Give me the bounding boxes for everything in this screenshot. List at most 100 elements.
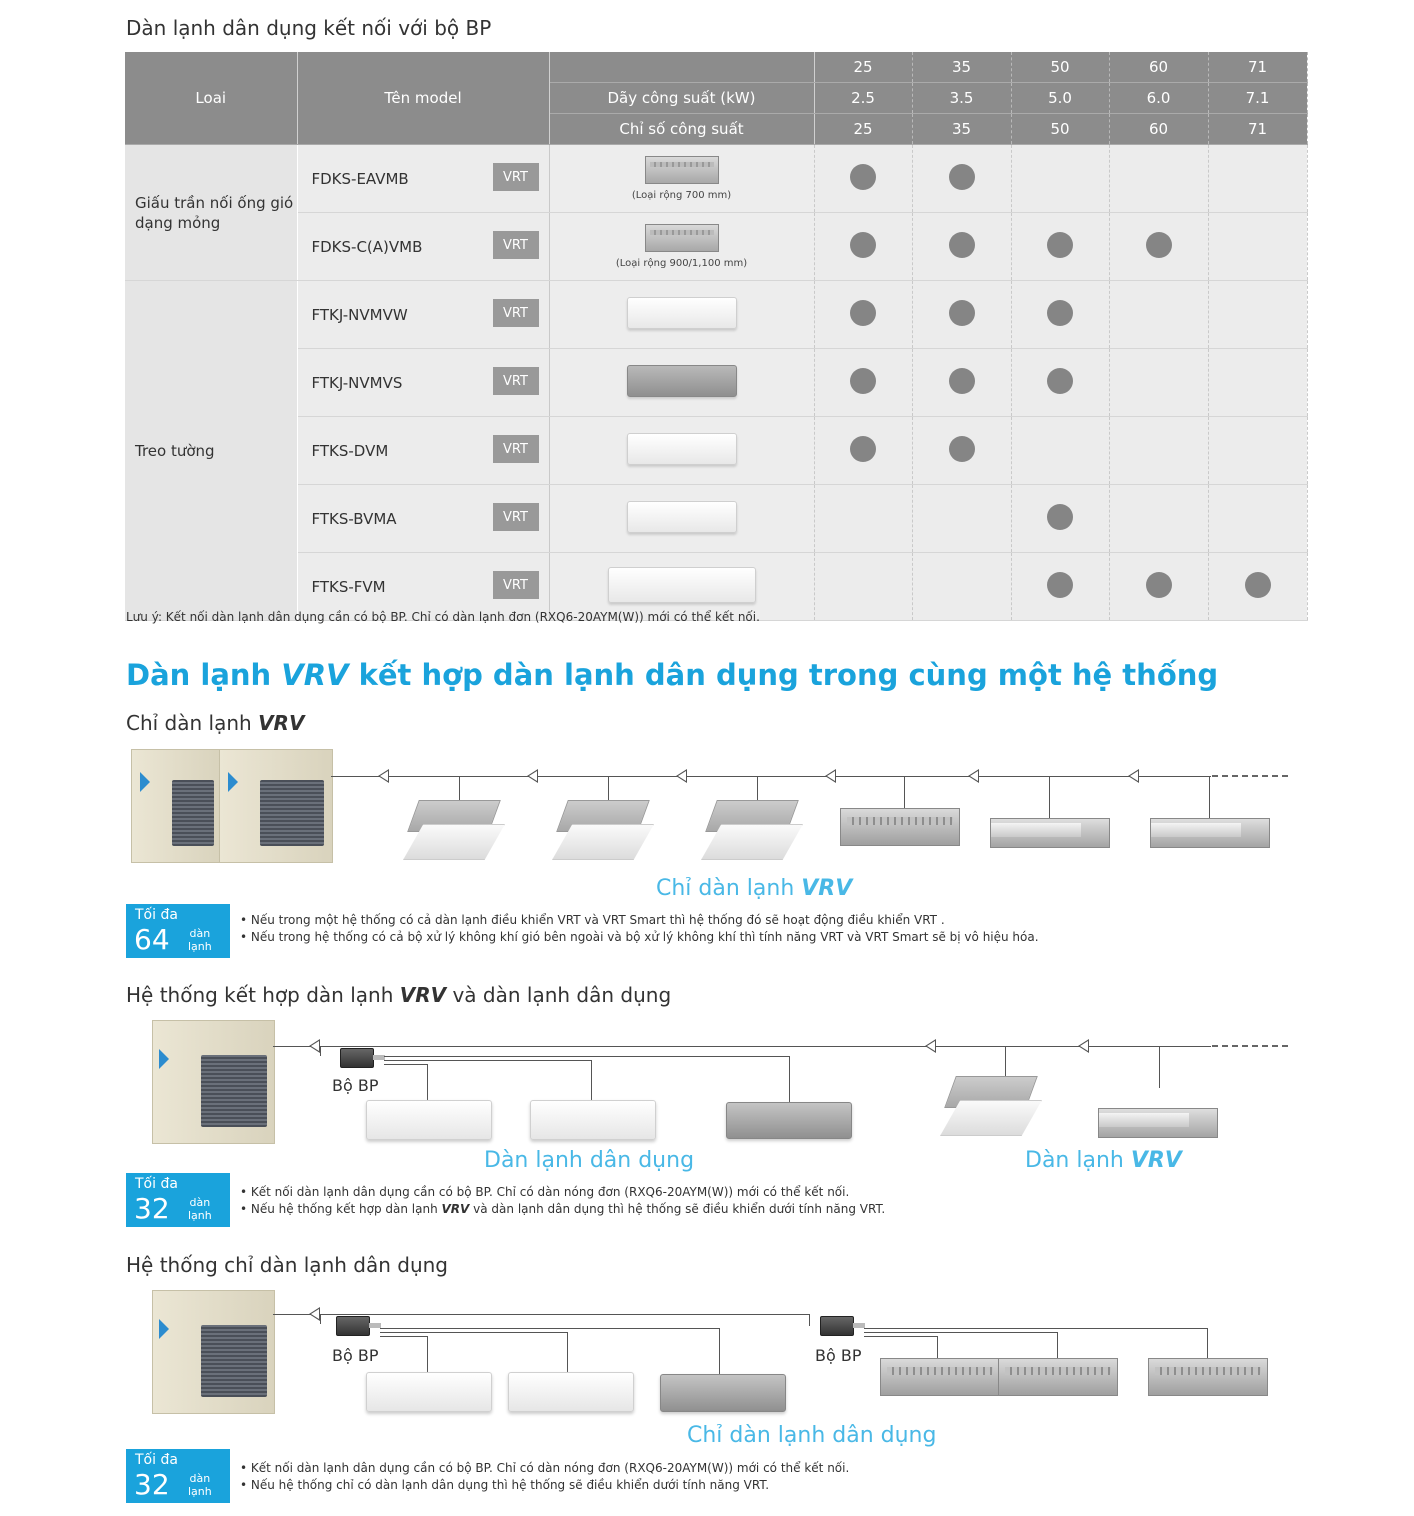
capacity-cell [1208,552,1308,621]
available-dot-icon [1047,571,1073,598]
capacity-cell [814,212,913,281]
capacity-cell [1011,552,1110,621]
diagram1-heading: Chỉ dàn lạnh VRV [126,711,304,735]
available-dot-icon [1047,367,1073,394]
capacity-cell [1208,212,1308,281]
bp-unit [340,1048,385,1068]
header-kw: 3.5 [912,82,1012,114]
branch-arrow-icon [1128,769,1139,783]
capacity-cell [912,212,1012,281]
table-note: Lưu ý: Kết nối dàn lạnh dân dụng cần có … [126,610,760,624]
model-name: FTKS-BVMA [311,509,397,528]
branch-arrow-icon [968,769,979,783]
capacity-cell [1109,280,1209,349]
caption-vrv: VRV [1130,1148,1182,1173]
note-item: Nếu trong một hệ thống có cả dàn lạnh đi… [240,912,1039,929]
cassette-unit [940,1076,1042,1138]
capacity-cell [1208,144,1308,213]
note-item: Nếu hệ thống chỉ có dàn lạnh dân dụng th… [240,1477,849,1494]
available-dot-icon [1145,231,1172,258]
branch-pipe [864,1332,1058,1333]
header-class: 50 [1011,52,1110,83]
note-item: Kết nối dàn lạnh dân dụng cần có bộ BP. … [240,1184,885,1201]
heading-part: và dàn lạnh dân dụng [446,983,672,1007]
badge-label: Tối đa [135,1452,178,1468]
slim-duct-unit-image [644,224,719,252]
diagram2-caption-left: Dàn lạnh dân dụng [484,1148,695,1173]
wall-unit [366,1100,492,1140]
diagram3-heading: Hệ thống chỉ dàn lạnh dân dụng [126,1253,449,1277]
refrigerant-pipe [331,776,1211,777]
duct-unit [840,808,960,846]
branch-pipe [864,1336,938,1337]
fan-grille [260,780,324,846]
cassette-unit [701,800,803,862]
unit-image-cell: (Loại rộng 900/1,100 mm) [549,212,815,281]
duct-unit [998,1358,1118,1396]
badge-label: Tối đa [135,1176,178,1192]
badge-number: 32 [134,1468,170,1501]
branch-pipe [1207,1328,1208,1358]
branch-arrow-icon [925,1039,936,1053]
available-dot-icon [850,435,876,462]
available-dot-icon [1047,231,1073,258]
branch-pipe [384,1056,790,1057]
capacity-cell [814,144,913,213]
wall-unit-image [626,432,737,465]
header-kw: 5.0 [1011,82,1110,114]
branch-pipe [459,776,460,804]
branch-pipe [320,1314,321,1324]
capacity-cell [1109,144,1209,213]
model-name: FTKJ-NVMVW [311,305,408,324]
header-kw: 6.0 [1109,82,1209,114]
diagram3-caption: Chỉ dàn lạnh dân dụng [687,1423,937,1448]
caption-vrv: VRV [801,876,853,901]
badge-number: 64 [134,923,170,956]
capacity-cell [814,416,913,485]
branch-pipe [427,1336,428,1372]
unit-image-cell [549,348,815,417]
wall-unit-image [626,296,737,329]
diagram2-heading: Hệ thống kết hợp dàn lạnh VRV và dàn lạn… [126,983,671,1007]
section-title-bp: Dàn lạnh dân dụng kết nối với bộ BP [126,16,492,40]
branch-pipe [320,1046,321,1056]
branch-arrow-icon [676,769,687,783]
header-class: 71 [1208,52,1308,83]
wall-unit-silver [726,1102,852,1139]
header-index: 35 [912,113,1012,145]
duct-unit [880,1358,1000,1396]
branch-arrow-icon [825,769,836,783]
capacity-cell [912,280,1012,349]
branch-pipe [380,1328,720,1329]
refrigerant-pipe [273,1046,1211,1047]
capacity-cell [814,552,913,621]
bp-label: Bộ BP [332,1076,379,1095]
branch-pipe [904,776,905,808]
branch-pipe [789,1056,790,1102]
header-kw-label: Dãy công suất (kW) [549,82,815,114]
section-title-vrv-combo: Dàn lạnh VRV kết hợp dàn lạnh dân dụng t… [126,658,1218,692]
cassette-unit [403,800,505,862]
heading-vrv: VRV [399,983,447,1007]
model-name: FTKS-DVM [311,441,389,460]
capacity-cell [912,552,1012,621]
branch-pipe [384,1064,428,1065]
available-dot-icon [1145,571,1172,598]
note-item: Nếu trong hệ thống có cả bộ xử lý không … [240,929,1039,946]
model-name: FTKJ-NVMVS [311,373,403,392]
available-dot-icon [948,435,975,462]
header-index-label: Chỉ số công suất [549,113,815,145]
slim-duct-unit [1150,818,1270,848]
capacity-cell [1208,484,1308,553]
branch-pipe [937,1336,938,1358]
capacity-cell [1109,552,1209,621]
brand-logo-icon [228,772,238,792]
outdoor-unit [152,1290,275,1414]
capacity-cell [1109,484,1209,553]
outdoor-unit [219,749,333,863]
